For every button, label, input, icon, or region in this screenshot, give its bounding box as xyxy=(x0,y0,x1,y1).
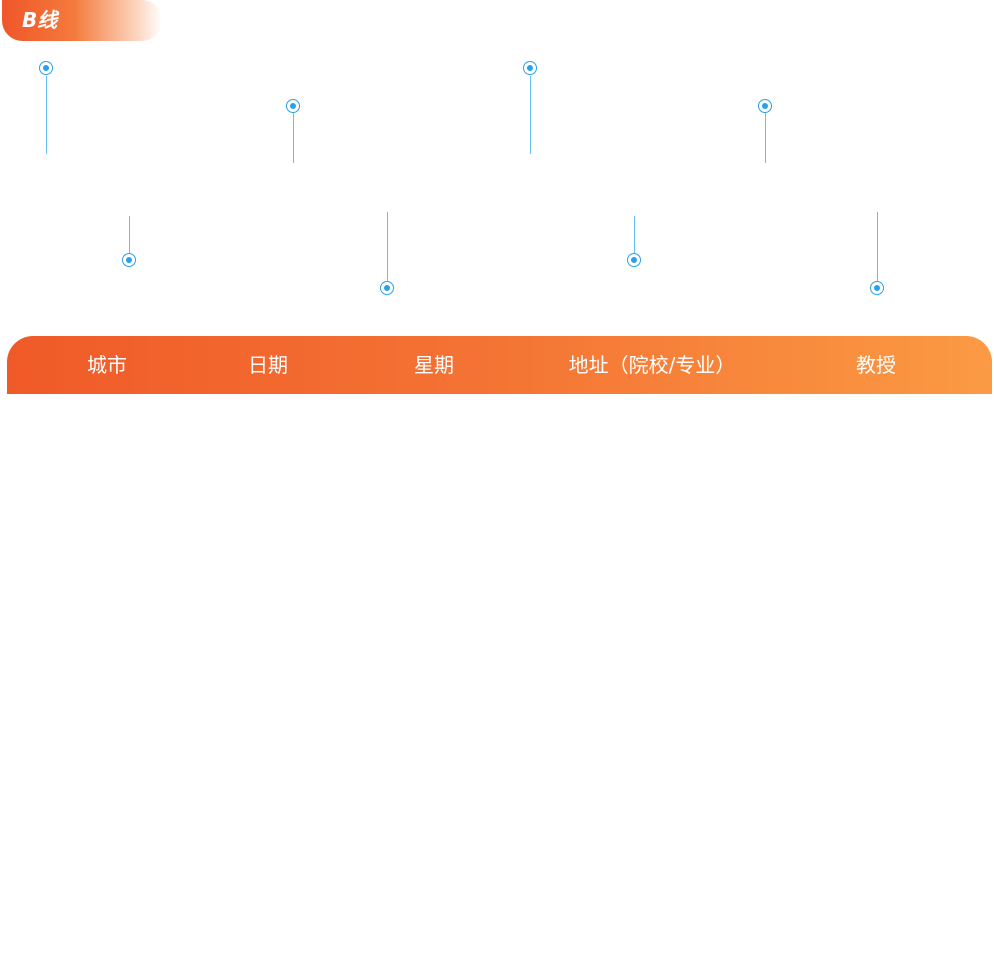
timeline-stem xyxy=(634,216,635,253)
timeline-stem xyxy=(129,216,130,253)
route-badge: B线 xyxy=(2,0,162,41)
column-header-professor: 教授 xyxy=(856,353,896,377)
timeline-stem xyxy=(387,212,388,281)
timeline-stem xyxy=(877,212,878,281)
column-header-weekday: 星期 xyxy=(414,353,454,377)
timeline-node-icon xyxy=(380,281,394,295)
timeline-node-icon xyxy=(627,253,641,267)
timeline-stem xyxy=(765,113,766,163)
route-label: B线 xyxy=(22,8,58,32)
column-header-city: 城市 xyxy=(87,353,127,377)
timeline-node-icon xyxy=(286,99,300,113)
column-header-date: 日期 xyxy=(248,353,288,377)
timeline-stem xyxy=(46,76,47,154)
timeline-node-icon xyxy=(870,281,884,295)
timeline-stem xyxy=(293,113,294,163)
timeline-node-icon xyxy=(758,99,772,113)
column-header-address: 地址（院校/专业） xyxy=(568,353,736,377)
timeline-node-icon xyxy=(39,61,53,75)
timeline-stem xyxy=(530,76,531,154)
timeline-node-icon xyxy=(122,253,136,267)
timeline-node-icon xyxy=(523,61,537,75)
schedule-table-header: 城市 日期 星期 地址（院校/专业） 教授 xyxy=(7,336,992,394)
